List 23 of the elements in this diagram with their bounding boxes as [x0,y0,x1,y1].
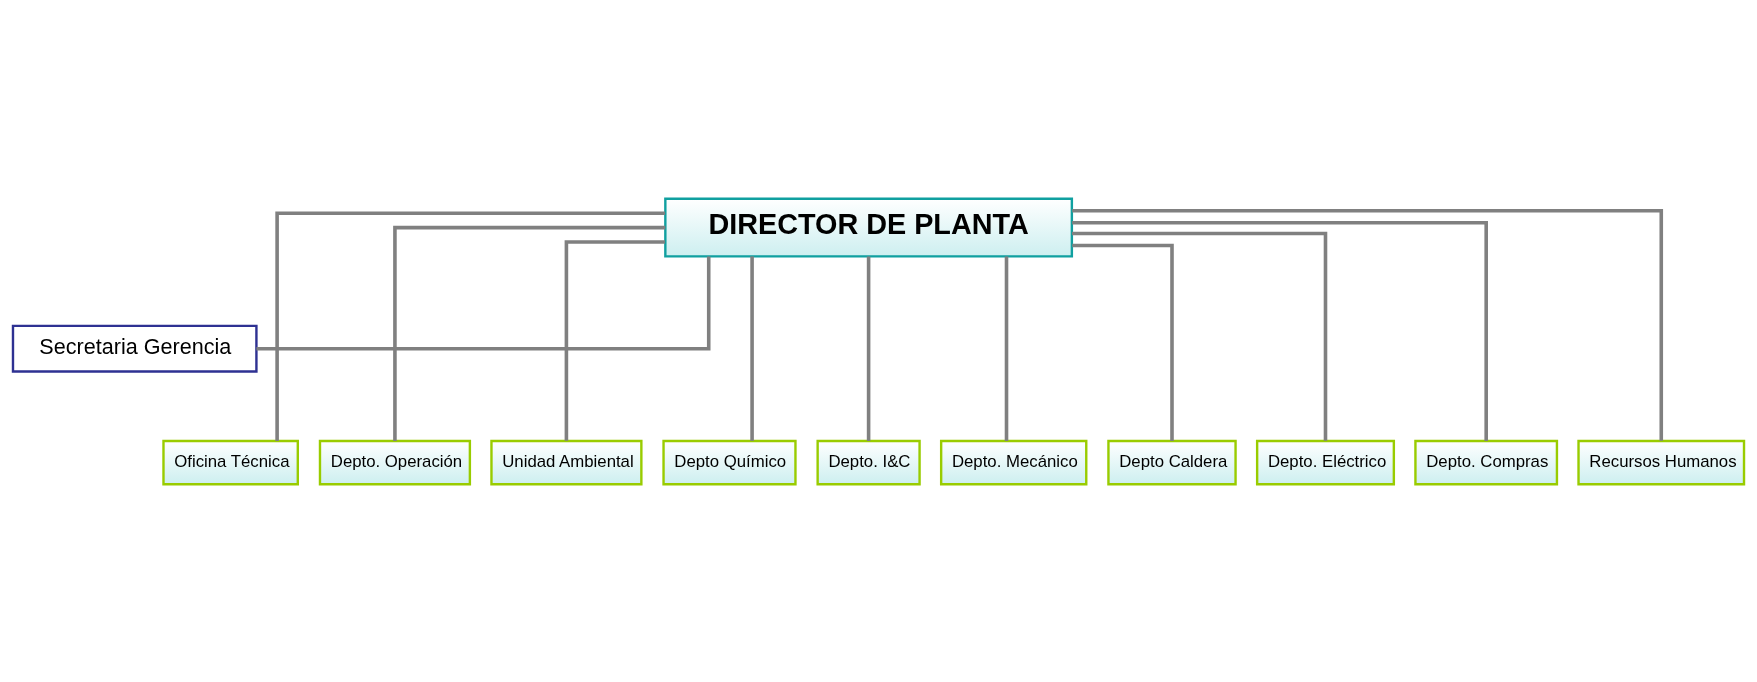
node-box: Depto. Mecánico [939,439,1088,485]
node-box: Depto Químico [662,439,797,485]
connector [1072,220,1488,441]
node-box: Depto. I&C [816,439,921,485]
node-box: Depto Caldera [1107,439,1237,485]
connector [275,210,666,441]
node-box: Depto. Eléctrico [1255,439,1396,485]
connector [1072,231,1328,441]
connector [750,255,754,441]
connector [1072,208,1664,441]
connector [256,256,711,350]
node-box: Depto. Compras [1414,439,1559,485]
connector [1072,243,1174,441]
connector [393,225,666,441]
node-box: DIRECTOR DE PLANTA [664,197,1074,258]
node-box: Depto. Operación [318,439,472,485]
node-box: Unidad Ambiental [490,439,643,485]
connector [1004,255,1009,441]
connector [564,239,665,441]
node-box: Recursos Humanos [1577,439,1746,485]
node-box: Secretaria Gerencia [11,324,258,373]
connector [866,255,871,441]
node-box: Oficina Técnica [162,439,299,485]
